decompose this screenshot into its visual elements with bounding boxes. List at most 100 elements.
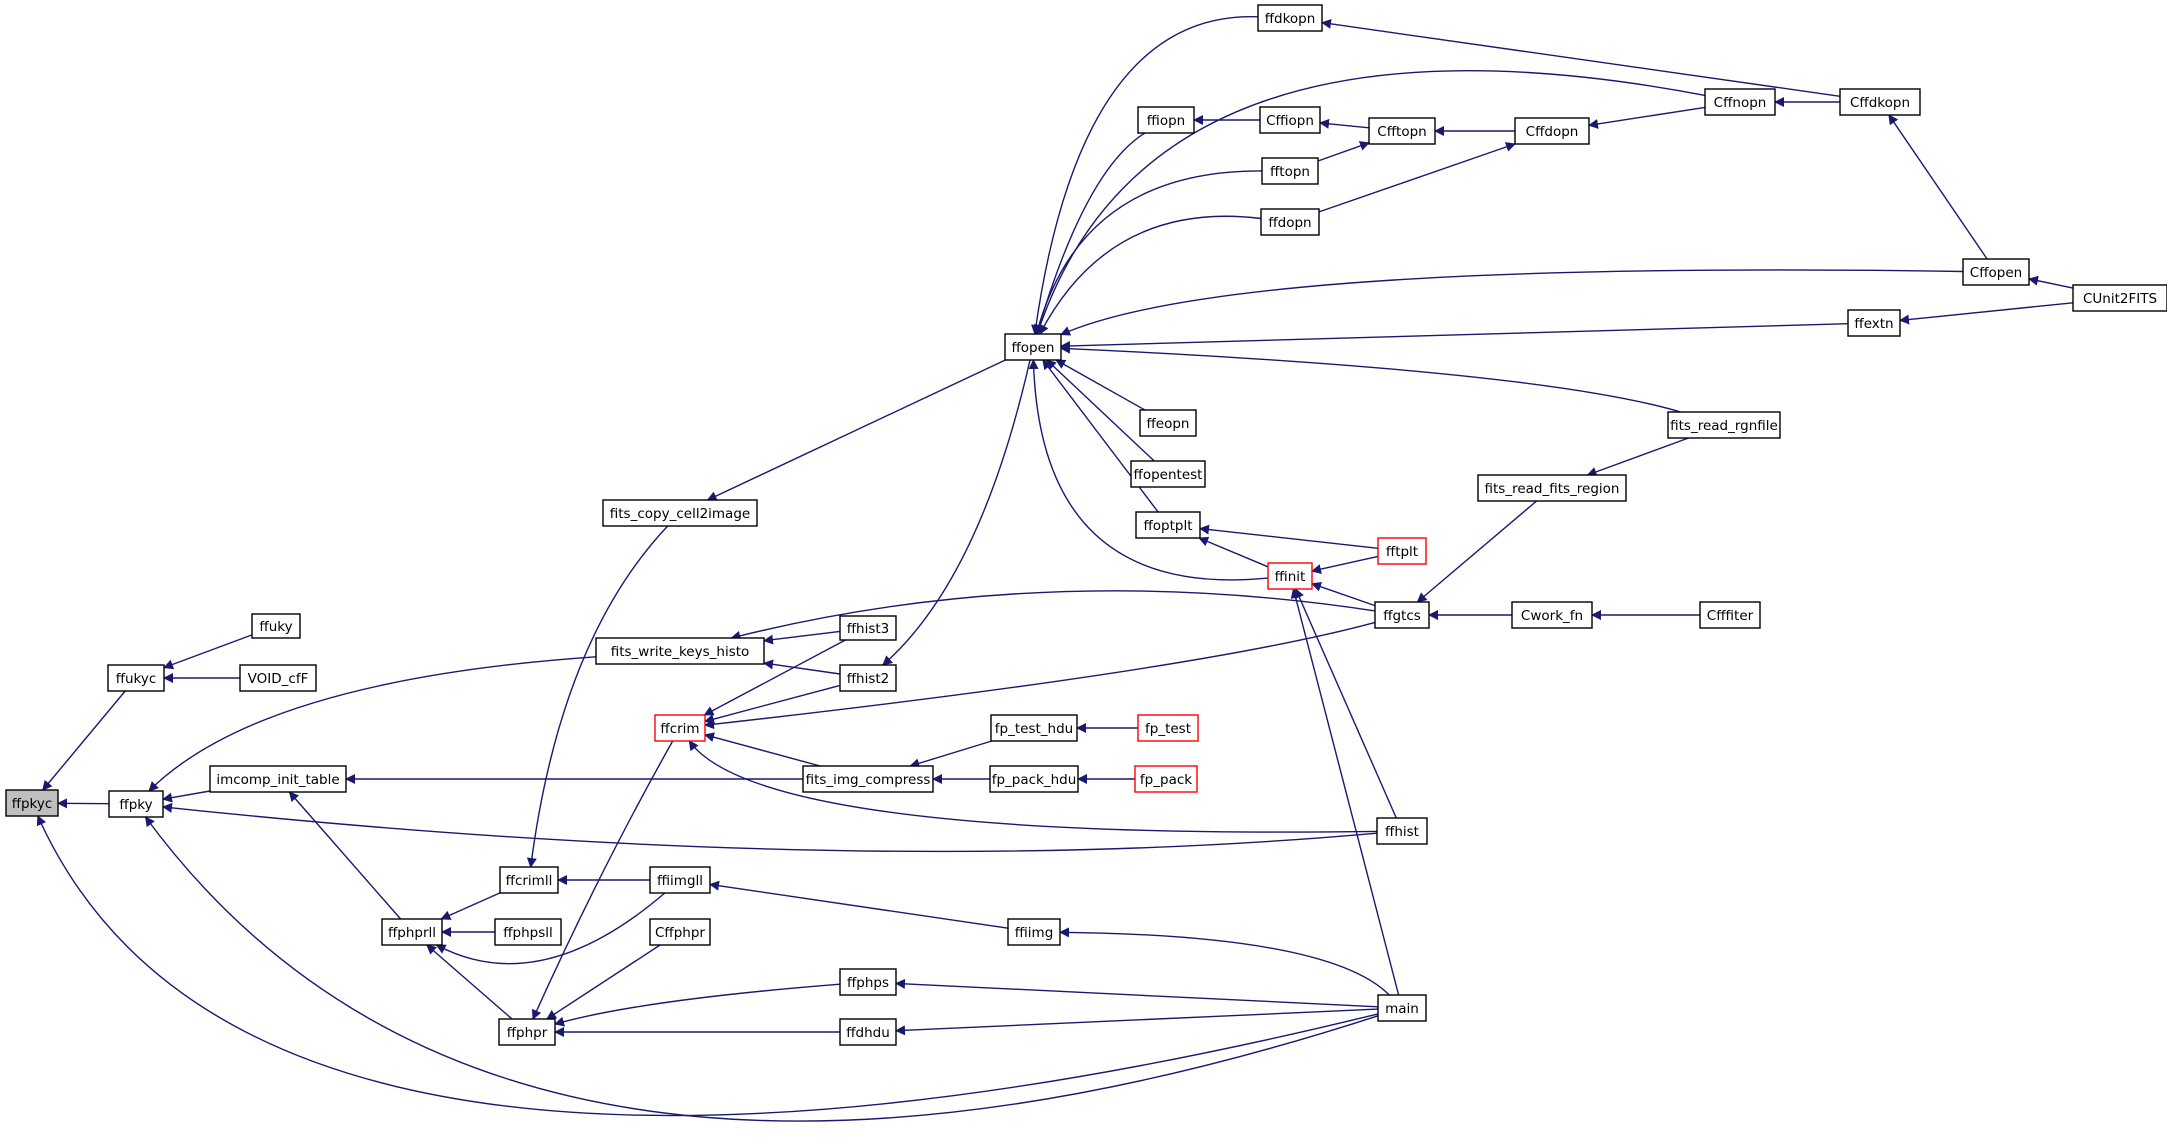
edge-ffcrimll-to-ffphprll	[440, 892, 501, 920]
node-Cffopen[interactable]: Cffopen	[1962, 258, 2030, 286]
edge-fftplt-to-ffinit	[1311, 555, 1379, 575]
edge-fftopn-to-Cfftopn	[1317, 141, 1370, 162]
node-Cfffiter[interactable]: Cfffiter	[1699, 601, 1761, 629]
node-fits_copy_cell2image[interactable]: fits_copy_cell2image	[602, 499, 758, 527]
node-box	[1704, 88, 1776, 116]
edge-fits_write_keys_histo-to-ffpky	[148, 656, 597, 792]
node-label: Cffphpr	[655, 925, 705, 941]
node-box	[1257, 4, 1323, 32]
node-label: ffhist2	[847, 671, 890, 687]
node-label: ffopen	[1012, 340, 1055, 356]
node-imcomp_init_table[interactable]: imcomp_init_table	[209, 765, 347, 793]
node-label: ffdkopn	[1265, 11, 1316, 27]
edge-main-to-ffinit	[1290, 588, 1400, 996]
node-ffiimg[interactable]: ffiimg	[1007, 918, 1061, 946]
node-main[interactable]: main	[1377, 994, 1427, 1022]
node-VOID_cfF[interactable]: VOID_cfF	[239, 664, 317, 692]
edge-fits_read_fits_region-to-ffgtcs	[1416, 500, 1538, 603]
node-ffiopn[interactable]: ffiopn	[1137, 106, 1195, 134]
node-CUnit2FITS[interactable]: CUnit2FITS	[2072, 284, 2167, 312]
node-fftplt[interactable]: fftplt	[1377, 537, 1427, 565]
node-fits_write_keys_histo[interactable]: fits_write_keys_histo	[595, 637, 765, 665]
node-ffdopn[interactable]: ffdopn	[1260, 208, 1320, 236]
edge-ffhist3-to-fits_write_keys_histo	[763, 630, 841, 645]
node-fp_pack_hdu[interactable]: fp_pack_hdu	[989, 765, 1079, 793]
node-label: Cfffiter	[1707, 608, 1754, 624]
node-Cffdkopn[interactable]: Cffdkopn	[1839, 88, 1921, 116]
node-ffphprll[interactable]: ffphprll	[381, 918, 443, 946]
edge-ffphpr-to-ffphprll	[426, 944, 513, 1020]
edge-main-to-ffphps	[895, 978, 1379, 1008]
node-Cffdopn[interactable]: Cffdopn	[1514, 117, 1590, 145]
edge-main-to-ffpky	[144, 816, 1379, 1122]
node-ffinit[interactable]: ffinit	[1267, 562, 1313, 590]
edge-ffhist2-to-ffcrim	[704, 684, 841, 724]
node-fp_test[interactable]: fp_test	[1137, 714, 1199, 742]
node-ffphps[interactable]: ffphps	[839, 968, 897, 996]
node-box	[1376, 817, 1428, 845]
edge-fits_img_compress-to-ffcrim	[704, 732, 821, 767]
edge-Cffopen-to-ffopen	[1060, 269, 1964, 336]
edge-ffhist-to-ffinit	[1294, 588, 1397, 819]
node-fp_test_hdu[interactable]: fp_test_hdu	[990, 714, 1078, 742]
node-box	[1377, 537, 1427, 565]
node-Cwork_fn[interactable]: Cwork_fn	[1511, 601, 1593, 629]
node-box	[108, 790, 164, 818]
node-fp_pack[interactable]: fp_pack	[1134, 765, 1198, 793]
node-ffextn[interactable]: ffextn	[1847, 309, 1901, 337]
node-fits_read_rgnfile[interactable]: fits_read_rgnfile	[1667, 411, 1781, 439]
edge-fftplt-to-ffoptplt	[1199, 524, 1379, 549]
node-fits_read_fits_region[interactable]: fits_read_fits_region	[1477, 474, 1627, 502]
edge-fits_read_rgnfile-to-ffopen	[1060, 343, 1681, 413]
edge-ffcrim-to-ffphpr	[532, 740, 674, 1020]
node-label: Cffopen	[1970, 265, 2022, 281]
node-box	[381, 918, 443, 946]
node-ffdkopn[interactable]: ffdkopn	[1257, 4, 1323, 32]
edge-ffphprll-to-imcomp_init_table	[288, 791, 402, 920]
node-label: ffhist	[1385, 824, 1419, 840]
node-box	[1137, 714, 1199, 742]
node-label: ffpky	[119, 797, 152, 813]
node-box	[1137, 106, 1195, 134]
edge-CUnit2FITS-to-Cffopen	[2028, 275, 2074, 289]
node-ffcrimll[interactable]: ffcrimll	[499, 866, 559, 894]
node-label: ffhist3	[847, 621, 890, 637]
edge-ffeopn-to-ffopen	[1055, 359, 1146, 411]
node-label: fits_write_keys_histo	[611, 644, 750, 660]
node-Cffphpr[interactable]: Cffphpr	[649, 918, 711, 946]
node-Cffiopn[interactable]: Cffiopn	[1259, 106, 1321, 134]
edges	[36, 16, 2074, 1122]
node-ffgtcs[interactable]: ffgtcs	[1374, 601, 1430, 629]
node-fftopn[interactable]: fftopn	[1261, 157, 1319, 185]
edge-fftopn-to-ffopen	[1033, 170, 1263, 335]
node-ffdhdu[interactable]: ffdhdu	[839, 1018, 897, 1046]
node-ffhist2[interactable]: ffhist2	[839, 664, 897, 692]
node-Cffnopn[interactable]: Cffnopn	[1704, 88, 1776, 116]
edge-ffinit-to-ffopen	[1028, 359, 1269, 581]
node-label: fits_img_compress	[806, 772, 931, 788]
node-label: ffiopn	[1147, 113, 1185, 129]
node-ffphpr[interactable]: ffphpr	[498, 1018, 556, 1046]
node-ffcrim[interactable]: ffcrim	[654, 714, 706, 742]
node-ffoptplt[interactable]: ffoptplt	[1135, 511, 1201, 539]
node-ffeopn[interactable]: ffeopn	[1139, 409, 1197, 437]
node-ffphpsll[interactable]: ffphpsll	[494, 918, 562, 946]
edge-fits_read_rgnfile-to-fits_read_fits_region	[1586, 437, 1689, 477]
node-ffhist3[interactable]: ffhist3	[839, 615, 897, 641]
edge-ffphps-to-ffphpr	[554, 983, 841, 1027]
node-label: ffopentest	[1134, 467, 1203, 483]
node-ffuky[interactable]: ffuky	[251, 613, 301, 639]
node-ffukyc[interactable]: ffukyc	[107, 664, 165, 692]
node-ffiimgll[interactable]: ffiimgll	[649, 866, 711, 894]
node-ffpky[interactable]: ffpky	[108, 790, 164, 818]
node-box	[5, 789, 59, 817]
edge-Cfftopn-to-Cffiopn	[1319, 118, 1370, 129]
node-Cfftopn[interactable]: Cfftopn	[1368, 117, 1436, 145]
node-ffopen[interactable]: ffopen	[1004, 333, 1062, 361]
node-fits_img_compress[interactable]: fits_img_compress	[802, 765, 934, 793]
node-ffhist[interactable]: ffhist	[1376, 817, 1428, 845]
node-box	[839, 664, 897, 692]
node-ffpkyc: ffpkyc	[5, 789, 59, 817]
node-ffopentest[interactable]: ffopentest	[1130, 460, 1206, 488]
